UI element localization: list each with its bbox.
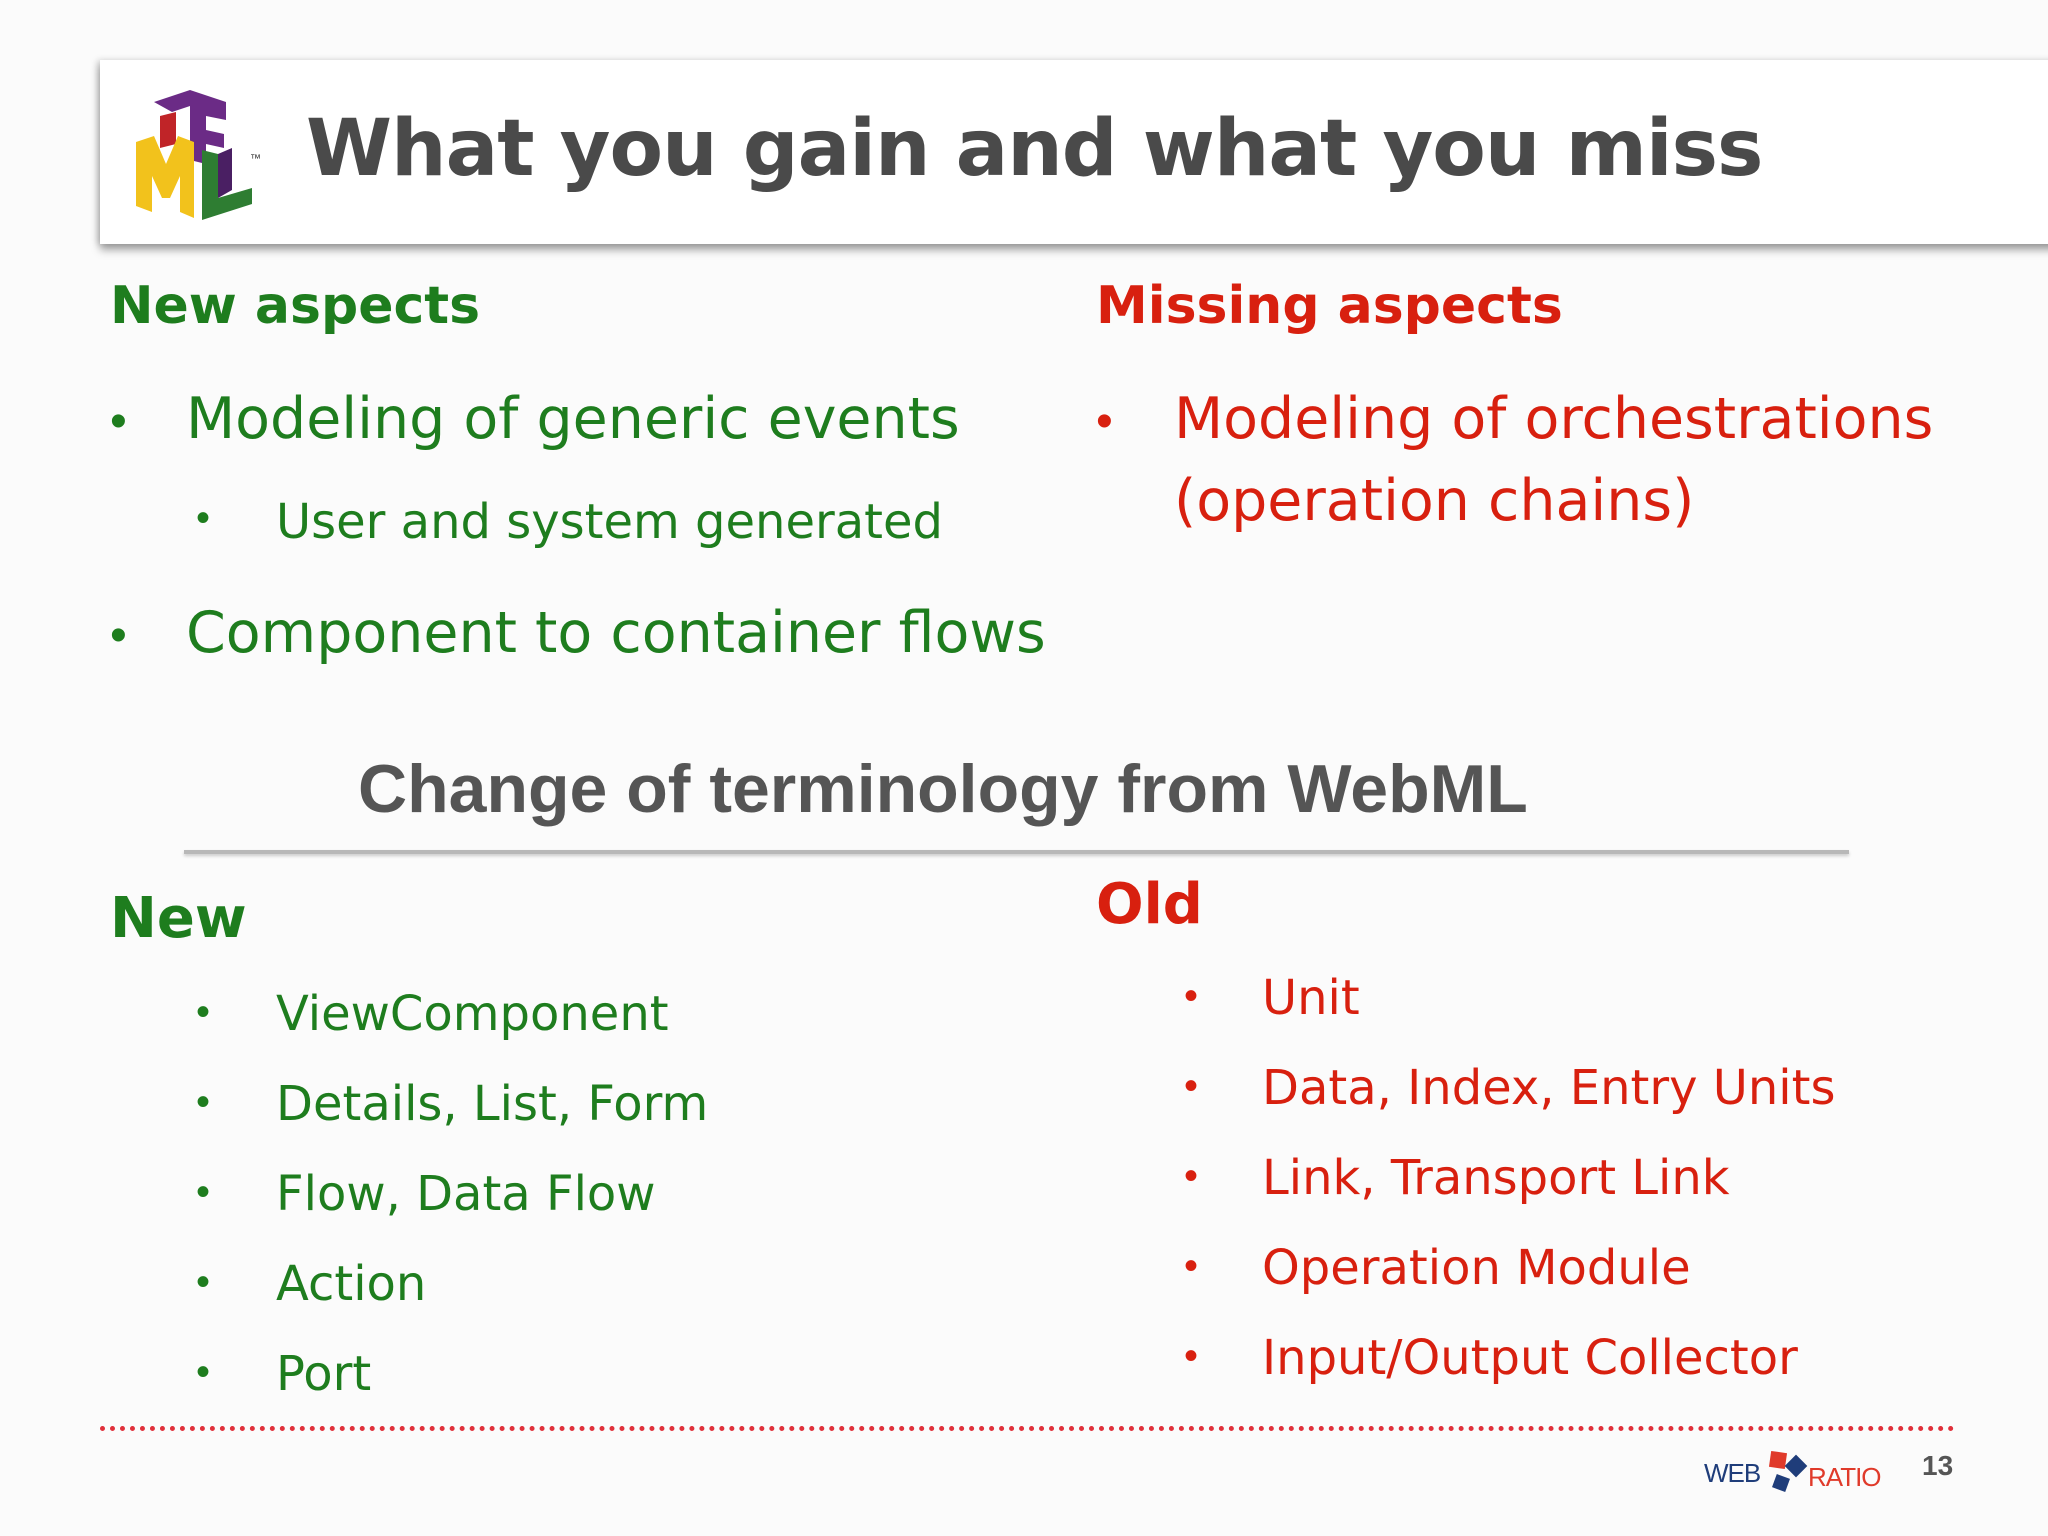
terminology-title: Change of terminology from WebML (358, 751, 1528, 827)
old-term-item: Input/Output Collector (1262, 1330, 1798, 1386)
trademark-text: ™ (250, 153, 261, 165)
old-term-item: Data, Index, Entry Units (1262, 1060, 1836, 1116)
new-term-item: Port (276, 1346, 372, 1402)
bullet-dot: • (196, 1350, 211, 1394)
footer-dotted-line (100, 1426, 1955, 1431)
divider (184, 850, 1849, 854)
new-aspect-item: Modeling of generic events (186, 386, 960, 452)
bullet-dot: • (110, 609, 127, 662)
title-bar (100, 60, 2048, 244)
webratio-logo: WEB RATIO (1704, 1450, 1882, 1492)
missing-aspects-heading: Missing aspects (1096, 276, 1563, 336)
old-terms-heading: Old (1096, 872, 1203, 937)
bullet-dot: • (1184, 974, 1199, 1018)
new-aspect-item: Component to container flows (186, 600, 1046, 666)
ifml-logo: ™ (136, 90, 261, 220)
new-term-item: Flow, Data Flow (276, 1166, 656, 1222)
bullet-dot: • (196, 1080, 211, 1124)
bullet-dot: • (1184, 1334, 1199, 1378)
bullet-dot: • (196, 1170, 211, 1214)
bullet-dot: • (196, 990, 211, 1034)
bullet-dot: • (1096, 395, 1113, 448)
bullet-dot: • (1184, 1064, 1199, 1108)
new-term-item: Action (276, 1256, 427, 1312)
page-title: What you gain and what you miss (306, 104, 1763, 194)
bullet-dot: • (110, 395, 127, 448)
new-aspects-heading: New aspects (110, 276, 481, 336)
bullet-dot: • (196, 496, 211, 540)
page-number: 13 (1922, 1450, 1954, 1481)
new-terms-heading: New (110, 886, 247, 951)
new-term-item: Details, List, Form (276, 1076, 709, 1132)
new-term-item: ViewComponent (276, 986, 669, 1042)
old-term-item: Link, Transport Link (1262, 1150, 1730, 1206)
brand-right-text: RATIO (1808, 1462, 1881, 1492)
brand-left-text: WEB (1704, 1458, 1760, 1488)
bullet-dot: • (196, 1260, 211, 1304)
old-term-item: Operation Module (1262, 1240, 1691, 1296)
bullet-dot: • (1184, 1154, 1199, 1198)
old-term-item: Unit (1262, 970, 1360, 1026)
missing-aspect-item-line2: (operation chains) (1174, 468, 1695, 534)
missing-aspect-item-line1: Modeling of orchestrations (1174, 386, 1934, 452)
new-aspect-subitem: User and system generated (276, 494, 943, 550)
bullet-dot: • (1184, 1244, 1199, 1288)
